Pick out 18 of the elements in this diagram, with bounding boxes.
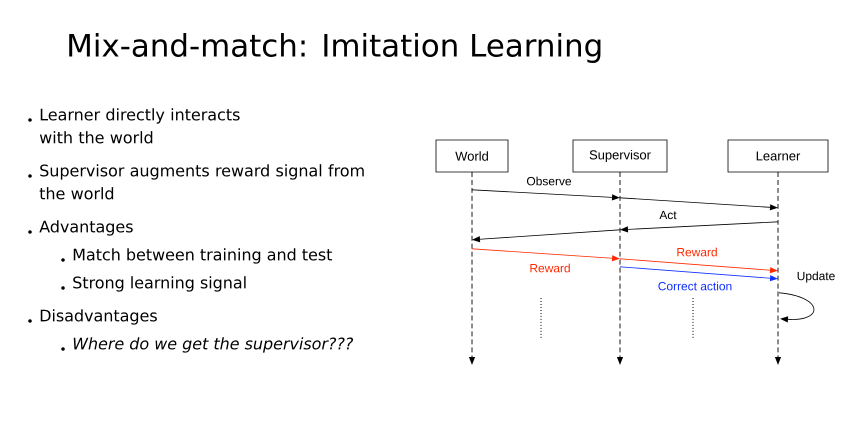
edge-label: Reward [528, 262, 572, 274]
actor-box: World [436, 140, 508, 172]
actor-box: Learner [728, 140, 828, 172]
edge-label: Reward [675, 246, 719, 258]
bullet-text: Match between training and test [74, 248, 332, 264]
bullet-text: Where do we get the supervisor??? [74, 337, 354, 353]
arrow [778, 292, 814, 322]
edge-label: Observe [525, 176, 573, 186]
edge-label: Act [658, 210, 678, 220]
slide-title: Mix-and-match: Imitation Learning [69, 33, 600, 63]
bullet-text: Advantages [39, 220, 133, 236]
bullet-text: Supervisor augments reward signal from the world [40, 164, 364, 200]
bullet-text: Strong learning signal [73, 276, 246, 292]
bullet-text: Learner directly interacts with the world [40, 108, 240, 144]
bullet-text: Disadvantages [40, 309, 157, 325]
edge-label: Update [796, 270, 836, 284]
actor-box: Supervisor [572, 140, 668, 172]
edge-label: Correct action [656, 280, 734, 292]
